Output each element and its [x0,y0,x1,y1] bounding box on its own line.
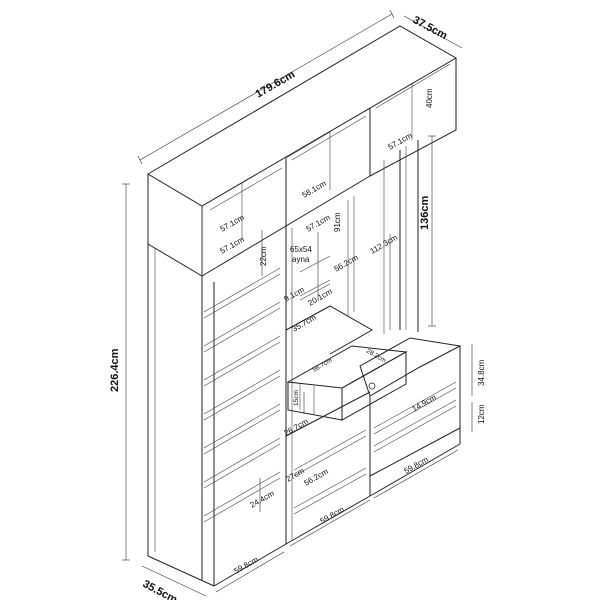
label-depth-bottom: 35.5cm [141,578,180,600]
bench [285,337,462,545]
right-section [383,140,419,334]
label-top-right-width: 57.1cm [387,131,415,152]
label-bottom-center-w: 59.8cm [319,505,347,526]
label-drawer-w: 56.7cm [312,357,334,374]
hutch-left-side [147,174,203,277]
left-tall-cabinet [147,226,287,587]
center-section [285,196,374,540]
hutch-right-side [369,58,457,177]
label-total-height: 226.4cm [109,348,121,392]
dimension-lines [122,9,473,597]
label-drawer-h: 15cm [293,390,300,406]
label-bench-foot-h: 12cm [477,404,486,424]
label-lower-center-h: 26.7cm [283,417,311,438]
label-center-inner-width: 56.2cm [333,253,361,274]
label-top-center-width: 58.1cm [301,179,329,200]
hutch-top-face [147,25,458,207]
label-shelf-w: 35.7cm [291,313,319,334]
label-lower-center-w: 56.2cm [303,467,331,488]
label-depth-top: 37.5cm [411,14,450,42]
label-total-width: 179.6cm [254,68,298,100]
top-hutch [147,25,458,277]
left-shelves [203,267,281,523]
label-bottom-left-w: 59.8cm [233,555,261,576]
label-mirror-size: 65x54 [290,245,312,254]
label-center-top-height: 91cm [333,212,342,232]
label-left-shelf-h: 24.4cm [249,489,277,510]
label-shelf-h: 20.1cm [307,287,335,308]
label-lower-right-w: 59.8cm [403,455,431,476]
label-bench-h: 34.8cm [477,359,486,386]
label-top-cabinet-h: 22cm [259,246,268,266]
label-right-height: 136cm [419,196,431,230]
label-mirror: ayna [292,255,310,264]
drawer-knob-icon [368,382,376,390]
pull-out-drawer [286,345,408,421]
label-top-right-height: 40cm [425,88,434,108]
label-bench-drawer-h: 14.9cm [411,393,439,414]
label-center-top-width: 57.1cm [305,213,333,234]
